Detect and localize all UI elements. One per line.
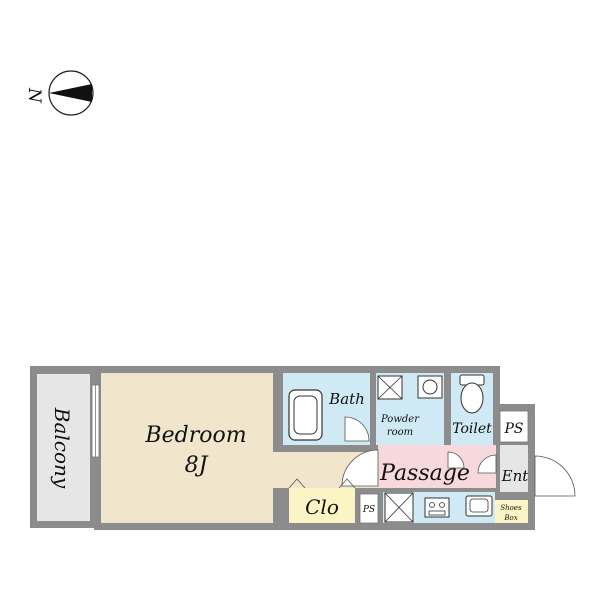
entrance-label: Ent <box>501 467 530 485</box>
closet-door-left <box>288 478 306 489</box>
powder-room-label-line2: room <box>387 427 413 438</box>
compass: N <box>24 70 94 116</box>
entrance-door-swing <box>534 455 576 497</box>
closet-floor <box>289 488 355 523</box>
bedroom-label: Bedroom <box>144 423 246 448</box>
bath-door-swing <box>344 416 370 442</box>
shower-box-icon <box>384 492 414 523</box>
washer-space-icon <box>377 375 403 400</box>
ps-upper-label: PS <box>503 421 523 437</box>
bathtub-icon <box>288 389 323 441</box>
bedroom-floor <box>101 373 273 523</box>
powder-room-label-line1: Powder <box>380 414 420 425</box>
toilet-icon <box>459 374 485 414</box>
stove-icon <box>424 497 450 518</box>
balcony-floor <box>37 374 90 521</box>
balcony-window <box>91 384 100 458</box>
shoes-box-label-line1: Shoes <box>500 504 522 512</box>
bedroom-size-label: 8J <box>185 453 209 478</box>
balcony-label: Balcony <box>50 407 74 489</box>
ps-upper-box <box>499 410 529 443</box>
passage-door-swing-right <box>447 451 465 469</box>
passage-floor <box>378 445 496 488</box>
ps-lower-box <box>359 493 379 524</box>
washbasin-icon <box>417 375 443 399</box>
compass-needle-icon <box>49 84 92 102</box>
ps-lower-label: PS <box>362 505 375 515</box>
kitchen-sink-icon <box>465 495 493 517</box>
entrance-floor <box>500 445 528 492</box>
shoes-box-area <box>495 500 528 523</box>
passage-door-swing-left <box>341 449 379 487</box>
toilet-label: Toilet <box>452 421 492 437</box>
passage-door-swing-toilet <box>477 454 497 474</box>
passage-label: Passage <box>379 461 470 486</box>
bath-label: Bath <box>328 390 365 408</box>
shoes-box-label-line2: Box <box>503 514 517 522</box>
north-label: N <box>24 87 44 104</box>
closet-label: Clo <box>305 495 339 519</box>
closet-door-right <box>338 478 356 489</box>
